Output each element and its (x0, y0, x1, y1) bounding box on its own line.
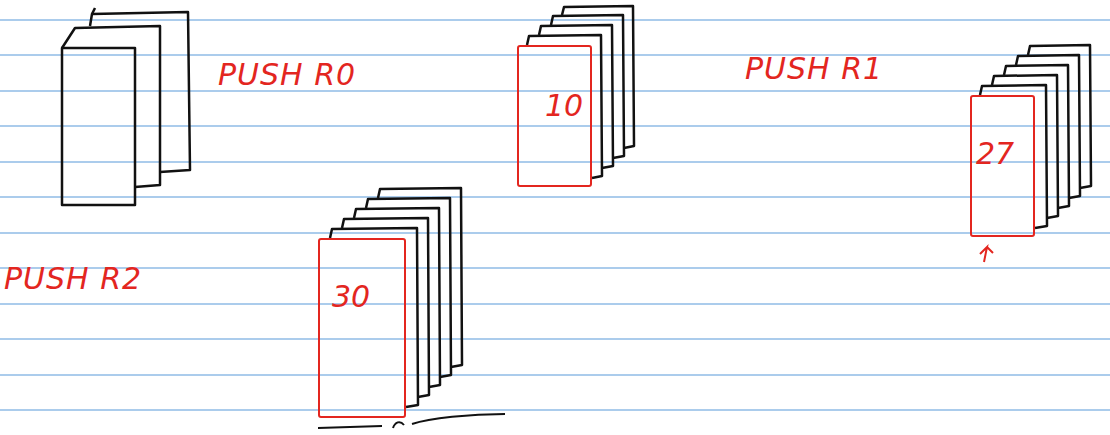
pointer-mark (980, 247, 993, 262)
card-value: 10 (545, 89, 583, 122)
card-value: 27 (976, 137, 1014, 170)
push-instruction: PUSH R1 (745, 52, 883, 85)
card-value: 30 (332, 280, 370, 313)
red-card: 10 (517, 45, 592, 187)
stack-pages (330, 188, 462, 407)
stack-pages (527, 6, 634, 178)
push-instruction: PUSH R0 (218, 58, 356, 91)
empty-stack (62, 8, 190, 205)
red-card: 30 (318, 238, 406, 418)
push-instruction: PUSH R2 (4, 262, 142, 295)
ruled-lines (0, 20, 1110, 410)
red-card: 27 (970, 95, 1035, 237)
